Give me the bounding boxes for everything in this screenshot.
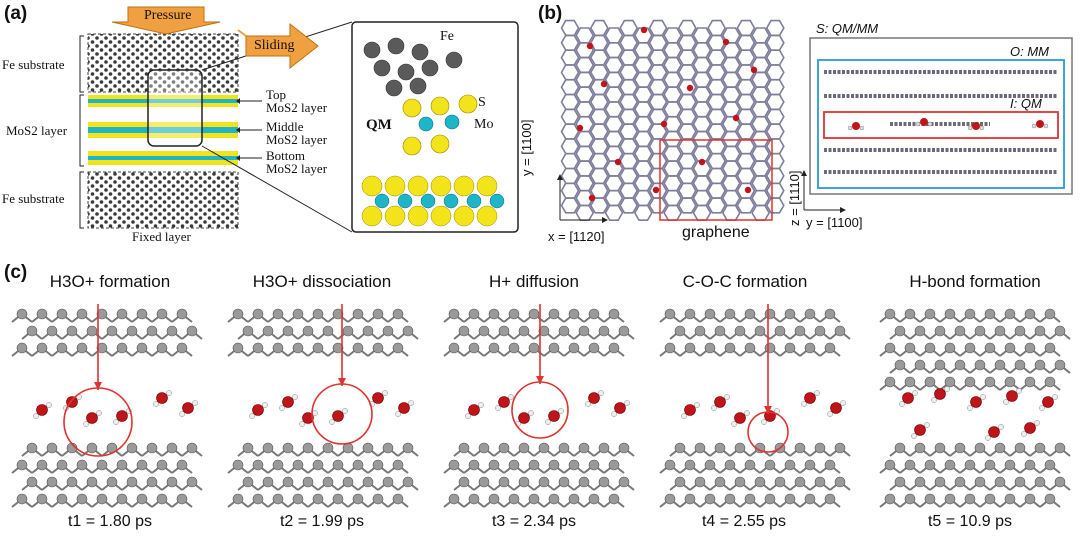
mos2-bottom-layer [88, 151, 238, 165]
zoom-fe-label: Fe [440, 29, 454, 44]
event-title-2: H3O+ dissociation [252, 272, 392, 291]
top-layer-label-2: MoS2 layer [266, 100, 328, 115]
qm-mm-outer-frame [809, 37, 1073, 195]
panel-c-label: (c) [4, 262, 28, 283]
event-title-4: C-O-C formation [682, 272, 808, 291]
snapshot-5 [879, 308, 1071, 508]
mos2-layer-label: MoS2 layer [6, 123, 68, 138]
event-time-5: t5 = 10.9 ps [927, 513, 1013, 530]
snapshot-2 [227, 304, 419, 508]
zoom-s-label: S [478, 95, 486, 110]
bottom-layer-label-2: MoS2 layer [266, 161, 328, 176]
qm-mm-label: S: QM/MM [816, 21, 879, 36]
qm-frame [823, 111, 1059, 139]
mos2-top-layer [88, 95, 238, 107]
panel-b-graphene-view [557, 19, 1073, 223]
event-title-3: H+ diffusion [489, 272, 579, 291]
graphene-label: graphene [682, 224, 750, 241]
top-layer-label-1: Top [266, 87, 287, 102]
fe-substrate-top-label: Fe substrate [2, 57, 65, 72]
sliding-label: Sliding [254, 38, 295, 53]
panel-c-snapshots [11, 304, 1071, 508]
sliding-arrow [245, 22, 319, 70]
snapshot-3 [443, 304, 635, 508]
fixed-layer-label: Fixed layer [132, 229, 191, 244]
snapshot-1 [11, 304, 203, 508]
event-title-1: H3O+ formation [49, 272, 171, 291]
middle-layer-label-1: Middle [266, 119, 304, 134]
event-time-3: t3 = 2.34 ps [491, 513, 577, 530]
y-axis-right-label: y = [1100] [806, 215, 863, 230]
fe-substrate-bottom-label: Fe substrate [2, 191, 65, 206]
zoom-mo-label: Mo [474, 117, 494, 132]
event-time-2: t2 = 1.99 ps [279, 513, 365, 530]
mm-label: O: MM [1010, 44, 1049, 59]
mos2-middle-layer [88, 122, 238, 138]
panel-a-label: (a) [4, 3, 28, 24]
z-axis-label: z = [1110] [787, 170, 802, 226]
fe-substrate-top-block [87, 33, 239, 93]
x-axis-label: x = [1120] [548, 229, 605, 244]
event-time-1: t1 = 1.80 ps [67, 513, 153, 530]
event-time-4: t4 = 2.55 ps [701, 513, 787, 530]
pressure-arrow [111, 6, 221, 35]
y-axis-label: y = [1100] [519, 119, 534, 177]
panel-b-label: (b) [538, 3, 563, 24]
panel-a-schematic [79, 6, 519, 233]
zoom-qm-label: QM [366, 117, 392, 133]
fe-substrate-bottom-block [87, 171, 239, 229]
qm-selection-box [147, 69, 203, 147]
event-title-5: H-bond formation [909, 272, 1041, 291]
snapshot-4 [659, 304, 851, 508]
qm-label: I: QM [1010, 96, 1042, 111]
qm-region-box [659, 139, 773, 221]
bottom-layer-label-1: Bottom [266, 148, 306, 163]
middle-layer-label-2: MoS2 layer [266, 132, 328, 147]
mm-frame [817, 59, 1065, 189]
pressure-label: Pressure [144, 8, 192, 23]
